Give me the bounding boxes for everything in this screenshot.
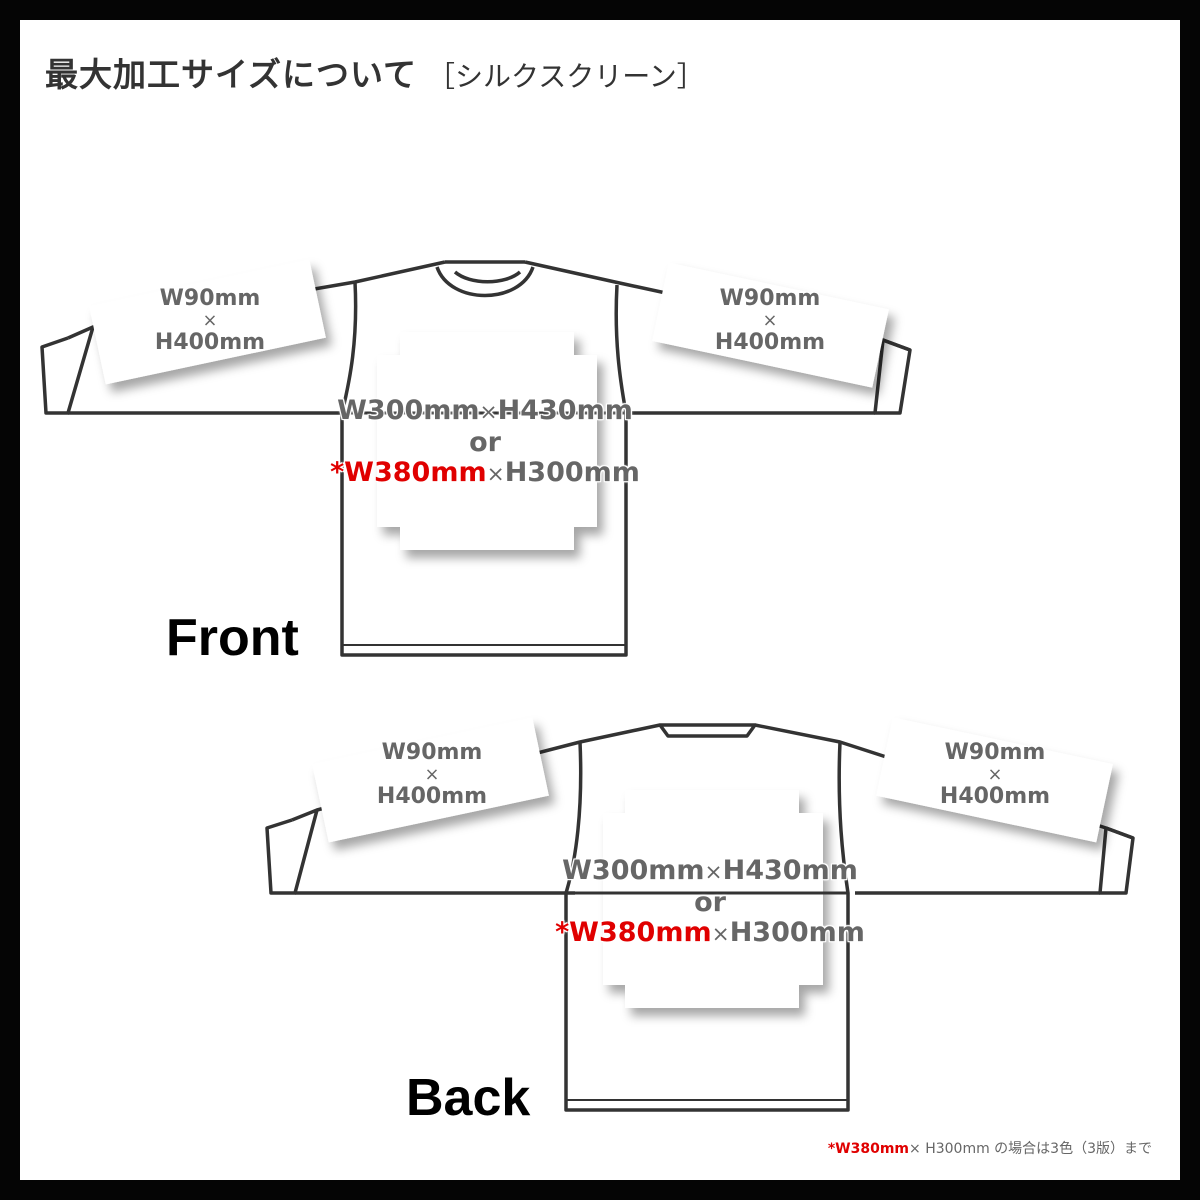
times-sign: × (202, 311, 218, 331)
or-text: or (469, 427, 501, 458)
back-left-sleeve-area (312, 717, 549, 843)
back-right-sleeve-area (876, 717, 1113, 843)
page-title: 最大加工サイズについて ［シルクスクリーン］ (45, 48, 705, 96)
front-left-sleeve-size: W90mm × H400mm (150, 288, 270, 354)
size-height: H400mm (154, 330, 266, 355)
times-sign: × (479, 400, 498, 425)
back-left-sleeve-size: W90mm × H400mm (372, 742, 492, 808)
times-sign: × (486, 462, 505, 487)
or-text: or (694, 887, 726, 918)
back-view-label: Back (406, 1069, 531, 1127)
size-height-alt: H300mm (729, 917, 865, 948)
footnote-text: × H300mm の場合は3色（3版）まで (909, 1141, 1152, 1157)
title-subtitle: ［シルクスクリーン］ (427, 60, 705, 93)
front-right-sleeve-size: W90mm × H400mm (710, 288, 830, 354)
times-sign: × (704, 860, 723, 885)
back-right-sleeve-size: W90mm × H400mm (935, 742, 1055, 808)
size-width: W90mm (381, 740, 483, 765)
front-body-size: W300mm×H430mm or *W380mm×H300mm (325, 396, 645, 490)
size-height: H400mm (376, 784, 488, 809)
front-body-area (377, 332, 597, 550)
front-shirt (40, 260, 912, 657)
size-width-alt: *W380mm (330, 457, 487, 488)
footnote: *W380mm× H300mm の場合は3色（3版）まで (828, 1138, 1152, 1158)
size-height: H400mm (939, 784, 1051, 809)
back-body-size: W300mm×H430mm or *W380mm×H300mm (550, 856, 870, 950)
diagram-canvas: 最大加工サイズについて ［シルクスクリーン］ (20, 20, 1180, 1180)
size-width: W90mm (719, 286, 821, 311)
size-width: W90mm (159, 286, 261, 311)
front-view-label: Front (166, 609, 299, 667)
back-body-area (603, 790, 823, 1008)
shirt-illustrations (40, 259, 1135, 1112)
size-height: H400mm (714, 330, 826, 355)
size-width: W300mm (337, 395, 480, 426)
size-width: W300mm (562, 855, 705, 886)
times-sign: × (424, 765, 440, 785)
front-right-sleeve-area (652, 262, 889, 388)
size-width-alt: *W380mm (555, 917, 712, 948)
times-sign: × (711, 922, 730, 947)
title-main: 最大加工サイズについて (45, 55, 418, 94)
size-width: W90mm (944, 740, 1046, 765)
times-sign: × (762, 311, 778, 331)
size-height: H430mm (497, 395, 633, 426)
footnote-highlight: *W380mm (827, 1141, 910, 1157)
front-left-sleeve-area (89, 259, 326, 385)
size-height-alt: H300mm (504, 457, 640, 488)
times-sign: × (987, 765, 1003, 785)
size-height: H430mm (722, 855, 858, 886)
